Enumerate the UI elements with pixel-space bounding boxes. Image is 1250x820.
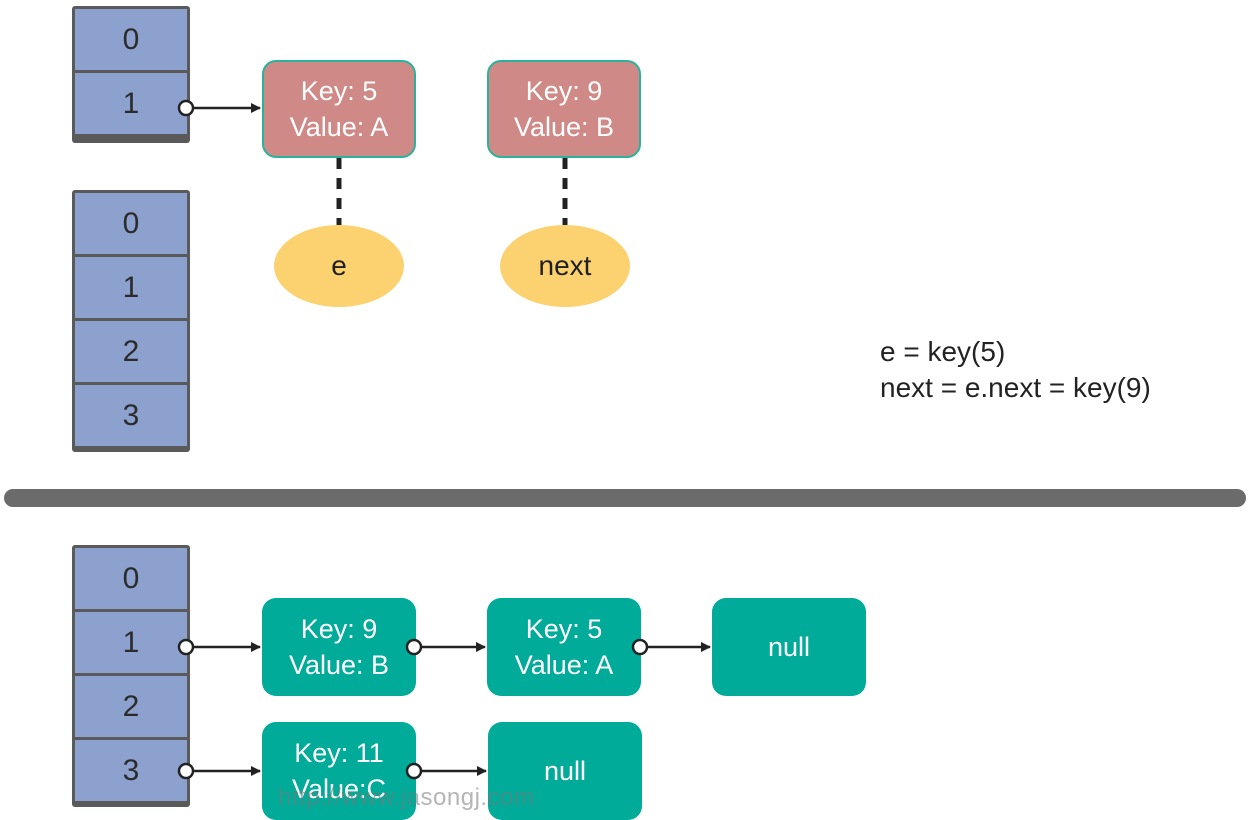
pointer-next: next	[500, 225, 630, 307]
bucket-cell-1: 1	[75, 73, 187, 134]
bucket-cell-2: 2	[75, 321, 187, 382]
node-key11-bottom: Key: 11 Value:C	[262, 722, 416, 820]
section-divider	[4, 489, 1246, 507]
bucket-cell-0: 0	[75, 548, 187, 609]
arrow-bucket3-to-key11	[177, 762, 261, 780]
pointer-e: e	[274, 225, 404, 307]
null-label: null	[767, 632, 811, 662]
assignment-note: e = key(5) next = e.next = key(9)	[880, 334, 1151, 406]
node-key: Key: 9	[300, 614, 378, 644]
bucket-cell-3: 3	[75, 740, 187, 801]
node-key: Key: 9	[525, 76, 603, 106]
node-value: Value: B	[288, 650, 390, 680]
bucket-cell-0: 0	[75, 9, 187, 70]
node-value: Value: B	[513, 112, 615, 142]
note-line-1: e = key(5)	[880, 336, 1006, 367]
node-key: Key: 5	[525, 614, 603, 644]
null-node-chain1: null	[712, 598, 866, 696]
node-value: Value:C	[291, 774, 387, 804]
node-value: Value: A	[289, 112, 389, 142]
node-key5-top: Key: 5 Value: A	[262, 60, 416, 158]
null-label: null	[543, 756, 587, 786]
arrow-key9-to-key5	[405, 638, 486, 656]
arrow-key5-to-null	[631, 638, 711, 656]
bucket-cell-1: 1	[75, 257, 187, 318]
node-key9-bottom: Key: 9 Value: B	[262, 598, 416, 696]
null-node-chain2: null	[488, 722, 642, 820]
node-key5-bottom: Key: 5 Value: A	[487, 598, 641, 696]
arrow-bucket1-to-key5	[177, 99, 261, 117]
old-bucket-array: 0 1	[72, 6, 190, 143]
arrow-bucket1-to-key9	[177, 638, 261, 656]
bucket-cell-0: 0	[75, 193, 187, 254]
arrow-key11-to-null	[405, 762, 487, 780]
node-key: Key: 11	[294, 738, 384, 768]
new-bucket-array-bottom: 0 1 2 3	[72, 545, 190, 807]
node-key: Key: 5	[300, 76, 378, 106]
watermark: http://www.jasongj.com	[278, 784, 535, 811]
bucket-cell-1: 1	[75, 612, 187, 673]
bucket-cell-2: 2	[75, 676, 187, 737]
new-bucket-array-top: 0 1 2 3	[72, 190, 190, 452]
node-key9-top: Key: 9 Value: B	[487, 60, 641, 158]
bucket-cell-3: 3	[75, 385, 187, 446]
note-line-2: next = e.next = key(9)	[880, 372, 1151, 403]
node-value: Value: A	[514, 650, 614, 680]
